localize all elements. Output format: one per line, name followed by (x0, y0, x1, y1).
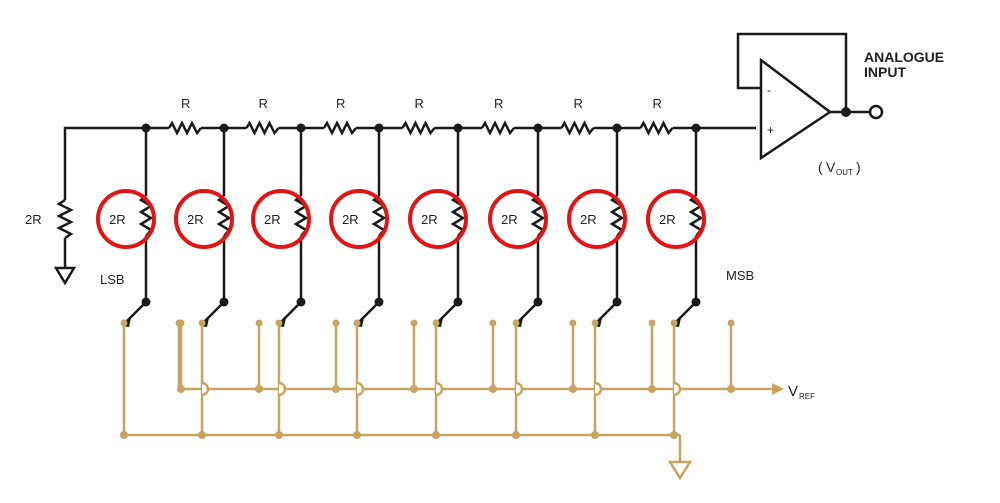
vref-label: V REF (788, 383, 815, 401)
vout-label: ( V OUT ) (818, 159, 861, 177)
shunt-resistor (609, 195, 625, 237)
shunt-resistor-label: 2R (421, 212, 438, 227)
vref-bus-junction (410, 385, 418, 393)
svg-text:REF: REF (799, 392, 815, 401)
shunt-resistor-label: 2R (501, 212, 518, 227)
highlight-circle (96, 189, 156, 249)
shunt-resistor (138, 195, 154, 237)
series-resistor-label: R (415, 96, 424, 111)
bus-crossover (278, 381, 287, 397)
series-resistor-label: R (494, 96, 503, 111)
highlight-circle (408, 189, 468, 249)
highlight-circle (567, 189, 627, 249)
svg-text:V: V (826, 159, 836, 175)
ground-bus-junction (591, 431, 599, 439)
main-wires (63, 32, 870, 268)
op-amp-plus: + (767, 123, 774, 137)
bus-crossover (673, 381, 682, 397)
series-resistor (401, 120, 436, 136)
msb-label: MSB (726, 268, 754, 283)
output-node (841, 107, 851, 117)
ground-bus-junction (275, 431, 283, 439)
series-resistor (167, 120, 202, 136)
ground-bus-junction (198, 431, 206, 439)
ground-bus-junction (670, 431, 678, 439)
shunt-resistor-label: 2R (580, 212, 597, 227)
shunt-resistor (450, 195, 466, 237)
switch-blade (675, 301, 697, 323)
switch-blade (596, 301, 618, 323)
bus-crossover (435, 381, 444, 397)
series-resistor (245, 120, 280, 136)
series-resistor-label: R (259, 96, 268, 111)
output-title-line1: ANALOGUE (864, 49, 944, 65)
vref-bus-junction (255, 385, 263, 393)
ground-symbol-left (53, 266, 77, 286)
highlight-circles (96, 189, 706, 249)
switch-blade (280, 301, 302, 323)
series-resistor-label: R (574, 96, 583, 111)
vref-bus-junction (648, 385, 656, 393)
vref-bus-junction (569, 385, 577, 393)
series-resistor (480, 120, 515, 136)
output-terminal (868, 104, 884, 120)
bus-crossover (594, 381, 603, 397)
ground-bus-junction (512, 431, 520, 439)
ground-bus-junction (353, 431, 361, 439)
shunt-resistor (688, 195, 704, 237)
bus-crossover (515, 381, 524, 397)
bit-switches (120, 297, 735, 439)
shunt-resistor (371, 195, 387, 237)
vref-bus-junction (332, 385, 340, 393)
series-resistor-label: R (181, 96, 190, 111)
vref-arrow (772, 383, 784, 395)
bus-crossover (356, 381, 365, 397)
op-amp: - + (759, 57, 833, 161)
lsb-label: LSB (100, 272, 125, 287)
shunt-resistor-label: 2R (109, 212, 126, 227)
shunt-resistor (293, 195, 309, 237)
series-resistor (322, 120, 357, 136)
switch-blade (125, 301, 147, 323)
shunt-resistor-label: 2R (342, 212, 359, 227)
bus-crossover (201, 381, 210, 397)
switch-blade (517, 301, 539, 323)
shunt-resistor (216, 195, 232, 237)
termination-resistor: 2R (25, 198, 74, 240)
highlight-circle (488, 189, 548, 249)
series-resistor-label: R (336, 96, 345, 111)
series-resistor-label: R (653, 96, 662, 111)
highlight-circle (174, 189, 234, 249)
shunt-resistor-label: 2R (187, 212, 204, 227)
highlight-circle (251, 189, 311, 249)
vref-bus-junction (727, 385, 735, 393)
switch-blade (203, 301, 225, 323)
ground-bus-junction (432, 431, 440, 439)
series-resistor (639, 120, 674, 136)
ground-bus-junction (120, 431, 128, 439)
termination-resistor-label: 2R (25, 212, 42, 227)
highlight-circle (646, 189, 706, 249)
highlight-circle (329, 189, 389, 249)
svg-text:V: V (788, 383, 798, 400)
op-amp-minus: - (767, 83, 771, 97)
shunt-resistor (530, 195, 546, 237)
switch-blade (437, 301, 459, 323)
output-title-line2: INPUT (864, 64, 906, 80)
switch-blade (358, 301, 380, 323)
shunt-resistor-label: 2R (659, 212, 676, 227)
vref-bus-junction (489, 385, 497, 393)
shunt-resistor-label: 2R (264, 212, 281, 227)
series-resistor (560, 120, 595, 136)
ground-symbol-bottom (667, 460, 693, 481)
svg-text:OUT: OUT (836, 168, 853, 177)
svg-text:(: ( (818, 159, 823, 175)
resistor-ladder: R R R R R R R 2R 2R 2R 2R 2R 2R 2R 2R (109, 96, 704, 302)
svg-text:): ) (856, 159, 861, 175)
